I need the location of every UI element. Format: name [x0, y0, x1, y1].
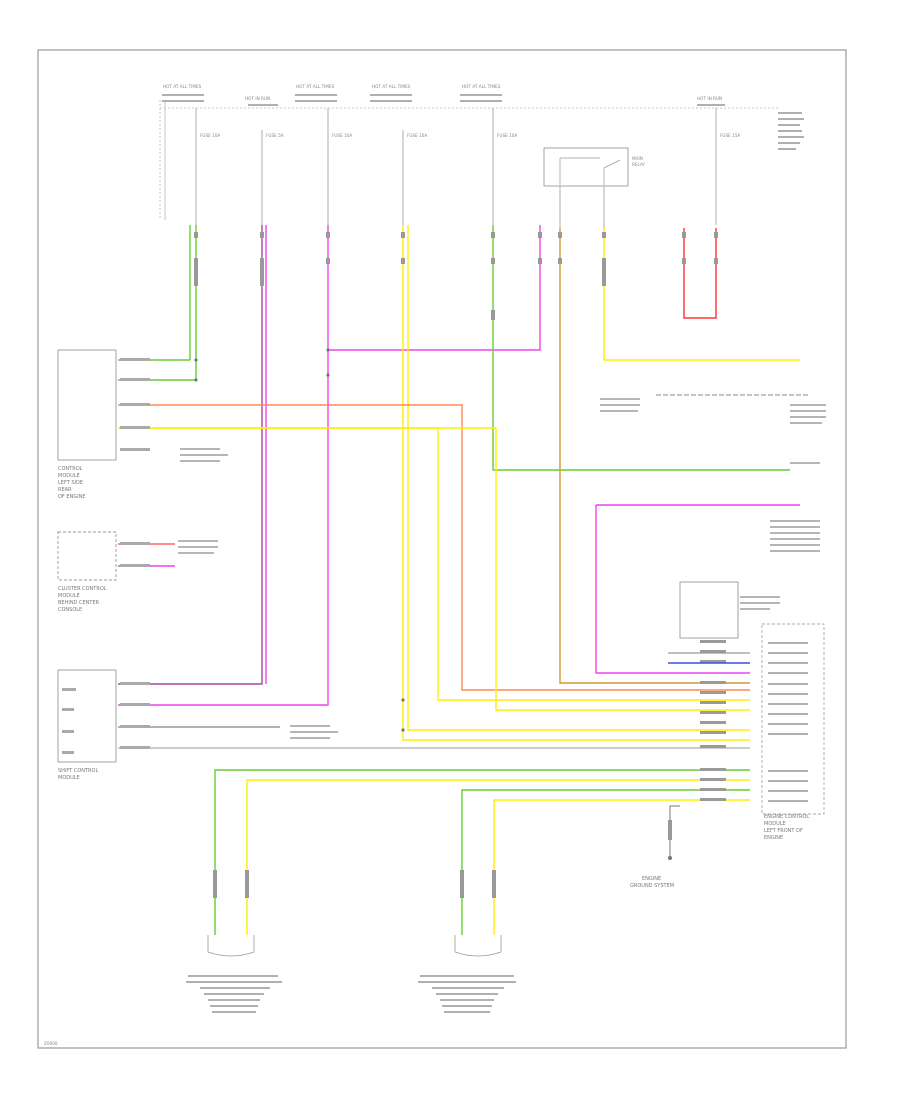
- cluster-module-label-4: CONSOLE: [58, 607, 82, 613]
- cluster-module-box: [57, 531, 117, 581]
- shift-module-label: SHIFT CONTROL: [58, 768, 98, 774]
- control-module-box: [57, 349, 117, 461]
- sensor-right: [454, 935, 502, 957]
- control-module-label-2: MODULE: [58, 473, 80, 479]
- ecm-connector-block: [761, 623, 825, 815]
- control-module-label-5: OF ENGINE: [58, 494, 86, 500]
- fuse-label-5: FUSE 10A: [497, 133, 517, 138]
- ecm-lower-label-2: MODULE: [764, 821, 786, 827]
- top-power-row: [159, 100, 780, 220]
- left-module-pins: [62, 358, 150, 754]
- diagram-frame: [37, 49, 847, 1049]
- relay-internal: [559, 157, 621, 185]
- colored-wires: [118, 225, 800, 935]
- cluster-module-label-2: MODULE: [58, 593, 80, 599]
- ground-label-2: GROUND SYSTEM: [630, 883, 674, 889]
- top-labels: HOT AT ALL TIMES HOT IN RUN HOT AT ALL T…: [163, 84, 722, 101]
- top-label-3: HOT AT ALL TIMES: [296, 84, 335, 89]
- top-label-2: HOT IN RUN: [245, 96, 270, 101]
- fuse-label-6: FUSE 15A: [720, 133, 740, 138]
- fuse-label-3: FUSE 10A: [332, 133, 352, 138]
- relay-label: MAIN: [632, 156, 643, 161]
- left-side-notes: [178, 448, 338, 739]
- ecm-wire-tags: [700, 640, 726, 801]
- top-label-4: HOT AT ALL TIMES: [372, 84, 411, 89]
- sensor-left: [207, 935, 255, 957]
- fuse-drops: [195, 108, 717, 225]
- control-module-label: CONTROL: [58, 466, 83, 472]
- control-module-label-3: LEFT SIDE: [58, 480, 83, 486]
- connector-marks: [194, 232, 718, 898]
- connector-dots: [194, 348, 672, 860]
- ecm-lower-label-3: LEFT FRONT OF: [764, 828, 803, 834]
- ecm-lower-label: ENGINE CONTROL: [764, 814, 809, 820]
- control-module-label-4: REAR: [58, 487, 72, 493]
- top-text-stubs: [162, 94, 804, 150]
- top-label-1: HOT AT ALL TIMES: [163, 84, 202, 89]
- ecm-lower-label-4: ENGINE: [764, 835, 783, 841]
- corner-code: Z0000: [44, 1041, 58, 1046]
- ecm-pin-rows: [768, 642, 808, 802]
- top-label-6: HOT IN RUN: [697, 96, 722, 101]
- fuse-label-4: FUSE 10A: [407, 133, 427, 138]
- ground-label: ENGINE: [642, 876, 661, 882]
- fuse-label-1: FUSE 10A: [200, 133, 220, 138]
- relay-label-2: RELAY: [632, 162, 646, 167]
- fuse-labels: FUSE 10A FUSE 5A FUSE 10A FUSE 10A FUSE …: [200, 133, 740, 138]
- cluster-module-label-3: BEHIND CENTER: [58, 600, 100, 606]
- fuse-label-2: FUSE 5A: [266, 133, 284, 138]
- right-side-notes: [600, 398, 826, 610]
- sensor-notes: [186, 975, 516, 1013]
- cluster-module-label: CLUSTER CONTROL: [58, 586, 107, 592]
- top-label-5: HOT AT ALL TIMES: [462, 84, 501, 89]
- ecm-upper-box: [679, 581, 739, 639]
- relay-box: [543, 147, 629, 187]
- shift-module-box: [57, 669, 117, 763]
- shift-module-label-2: MODULE: [58, 775, 80, 781]
